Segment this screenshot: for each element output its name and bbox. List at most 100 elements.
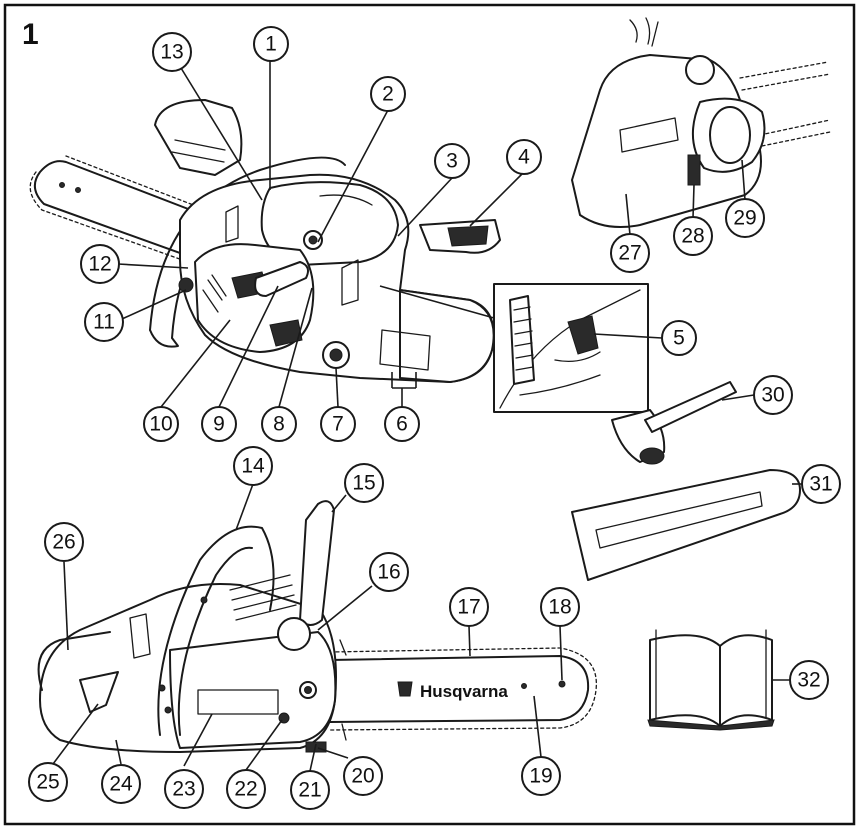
callout-8: 8 bbox=[261, 406, 297, 442]
callout-12: 12 bbox=[80, 244, 120, 284]
cylinder-fins bbox=[229, 574, 297, 621]
trigger-inset bbox=[379, 283, 649, 413]
svg-text:9: 9 bbox=[213, 413, 225, 436]
callout-27: 27 bbox=[610, 233, 650, 273]
leader-lines bbox=[52, 60, 802, 772]
throttle-lockout bbox=[567, 315, 599, 355]
callout-4: 4 bbox=[506, 139, 542, 175]
svg-text:27: 27 bbox=[618, 242, 641, 265]
callout-29: 29 bbox=[725, 198, 765, 238]
svg-text:19: 19 bbox=[529, 765, 552, 788]
svg-text:10: 10 bbox=[149, 413, 172, 436]
manual-book bbox=[649, 634, 773, 727]
callout-30: 30 bbox=[753, 375, 793, 415]
front-handle-side bbox=[157, 525, 275, 736]
starter-handle-top bbox=[254, 261, 309, 297]
svg-text:26: 26 bbox=[52, 531, 75, 554]
callout-31: 31 bbox=[801, 464, 841, 504]
figure-number: 1 bbox=[22, 18, 39, 51]
callout-19: 19 bbox=[521, 756, 561, 796]
throttle-trigger-side bbox=[79, 671, 119, 713]
callout-20: 20 bbox=[343, 756, 383, 796]
svg-text:6: 6 bbox=[396, 413, 408, 436]
callout-7: 7 bbox=[320, 406, 356, 442]
svg-text:16: 16 bbox=[377, 561, 400, 584]
chain-detail-upper bbox=[739, 61, 831, 91]
guide-bar-side bbox=[329, 655, 590, 723]
svg-text:22: 22 bbox=[234, 778, 257, 801]
callout-6: 6 bbox=[384, 406, 420, 442]
callout-15: 15 bbox=[344, 463, 384, 503]
svg-text:12: 12 bbox=[88, 253, 111, 276]
svg-text:29: 29 bbox=[733, 207, 756, 230]
saw-chain-side bbox=[329, 647, 597, 731]
cover-label-area bbox=[197, 689, 279, 715]
svg-text:4: 4 bbox=[518, 146, 530, 169]
callout-18: 18 bbox=[540, 587, 580, 627]
callout-14: 14 bbox=[233, 446, 273, 486]
svg-text:5: 5 bbox=[673, 327, 685, 350]
operators-manual bbox=[647, 629, 775, 731]
rear-handle-top bbox=[399, 289, 495, 383]
svg-text:24: 24 bbox=[109, 773, 133, 796]
callout-2: 2 bbox=[370, 76, 406, 112]
callout-9: 9 bbox=[201, 406, 237, 442]
callout-26: 26 bbox=[44, 522, 84, 562]
svg-text:21: 21 bbox=[298, 779, 321, 802]
svg-text:11: 11 bbox=[93, 311, 115, 334]
callout-28: 28 bbox=[673, 216, 713, 256]
chain-detail-lower bbox=[759, 119, 831, 147]
svg-text:1: 1 bbox=[265, 33, 277, 56]
brand-logo-text: Husqvarna bbox=[420, 682, 508, 701]
rear-handle-side bbox=[37, 631, 111, 691]
front-handle-top bbox=[149, 156, 346, 331]
muffler-cap bbox=[277, 617, 311, 651]
callout-22: 22 bbox=[226, 769, 266, 809]
callout-13: 13 bbox=[152, 32, 192, 72]
chain-top bbox=[29, 171, 206, 269]
svg-text:18: 18 bbox=[548, 596, 571, 619]
bar-guard-body bbox=[571, 469, 801, 581]
hand-guard-top bbox=[154, 99, 243, 176]
cylinder-cover-top bbox=[260, 181, 399, 266]
callout-21: 21 bbox=[290, 770, 330, 810]
callout-24: 24 bbox=[101, 764, 141, 804]
chain-brake-top bbox=[178, 277, 194, 293]
chainsaw-top-view bbox=[29, 99, 501, 383]
svg-text:23: 23 bbox=[172, 778, 195, 801]
callout-17: 17 bbox=[449, 587, 489, 627]
callout-3: 3 bbox=[434, 143, 470, 179]
callout-1: 1 bbox=[253, 26, 289, 62]
callout-23: 23 bbox=[164, 769, 204, 809]
svg-text:25: 25 bbox=[36, 771, 59, 794]
combination-spanner bbox=[611, 381, 737, 465]
svg-text:7: 7 bbox=[332, 413, 344, 436]
callout-32: 32 bbox=[789, 660, 829, 700]
callout-11: 11 bbox=[84, 302, 124, 342]
callout-25: 25 bbox=[28, 762, 68, 802]
bar-guard bbox=[571, 469, 801, 581]
svg-text:14: 14 bbox=[241, 455, 265, 478]
callout-10: 10 bbox=[143, 406, 179, 442]
svg-text:20: 20 bbox=[351, 765, 374, 788]
svg-text:28: 28 bbox=[681, 225, 704, 248]
throttle-grip-ribbed bbox=[509, 295, 535, 385]
chainsaw-side-view: Husqvarna bbox=[37, 500, 597, 753]
svg-text:15: 15 bbox=[352, 472, 375, 495]
svg-text:17: 17 bbox=[457, 596, 480, 619]
svg-text:30: 30 bbox=[761, 384, 784, 407]
svg-text:2: 2 bbox=[382, 83, 394, 106]
spanner-shaft bbox=[644, 381, 737, 433]
svg-text:32: 32 bbox=[797, 669, 820, 692]
chain-tensioner-screw bbox=[687, 154, 701, 186]
callout-16: 16 bbox=[369, 552, 409, 592]
svg-text:13: 13 bbox=[160, 41, 183, 64]
svg-text:8: 8 bbox=[273, 413, 285, 436]
bar-tip-sprocket bbox=[558, 680, 566, 688]
callout-5: 5 bbox=[661, 320, 697, 356]
brand-logo-icon bbox=[397, 681, 413, 697]
clutch-cover-detail bbox=[571, 17, 831, 228]
svg-text:3: 3 bbox=[446, 150, 458, 173]
